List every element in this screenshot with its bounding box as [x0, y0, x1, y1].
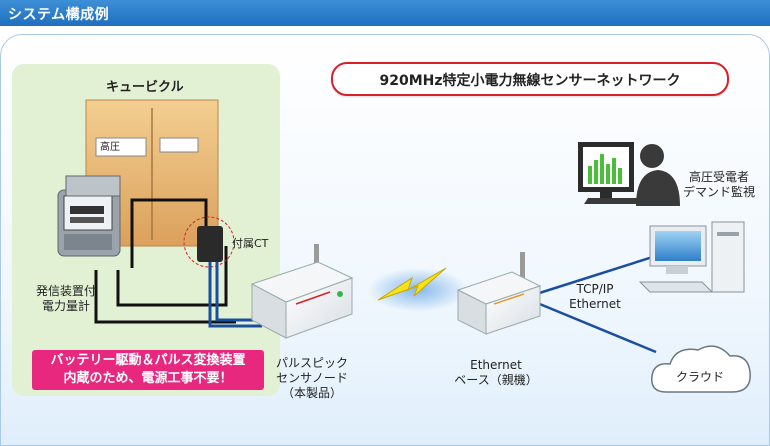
ct-label: 付属CT — [232, 237, 269, 250]
cubicle-title: キュービクル — [106, 80, 184, 95]
electricity-meter — [57, 175, 121, 257]
link-label: TCP/IP Ethernet — [558, 282, 632, 312]
battery-note-line2: 内蔵のため、電源工事不要！ — [63, 371, 233, 386]
cloud-label: クラウド — [675, 370, 724, 384]
battery-note: バッテリー駆動＆パルス変換装置 内蔵のため、電源工事不要！ — [32, 350, 264, 390]
wireless-signal-icon — [377, 267, 447, 301]
monitor-label: 高圧受電者 デマンド監視 — [674, 170, 764, 200]
sensor-node-device — [250, 244, 354, 339]
monitor-line2: デマンド監視 — [682, 185, 755, 199]
base-unit-label: Ethernet ベース（親機） — [446, 358, 546, 388]
sensor-node-line1: パルスピック — [275, 356, 348, 370]
desktop-computer — [638, 221, 745, 293]
link-line2: Ethernet — [569, 297, 621, 311]
meter-label-line1: 発信装置付 — [35, 284, 96, 298]
sensor-node-label: パルスピック センサノード （本製品） — [264, 356, 360, 401]
ethernet-lines — [529, 252, 663, 354]
sensor-node-line3: （本製品） — [281, 386, 342, 400]
high-voltage-label: 高圧 — [100, 142, 120, 153]
link-line1: TCP/IP — [576, 282, 614, 296]
network-title-box: 920MHz特定小電力無線センサーネットワーク — [331, 62, 729, 96]
section-title: システム構成例 — [8, 7, 110, 23]
monitoring-operator — [578, 142, 680, 206]
network-title: 920MHz特定小電力無線センサーネットワーク — [379, 73, 681, 89]
ct-cable — [208, 262, 262, 328]
base-unit-line1: Ethernet — [470, 358, 522, 372]
base-unit-line2: ベース（親機） — [454, 373, 538, 387]
section-header: システム構成例 — [0, 0, 770, 26]
meter-label: 発信装置付 電力量計 — [28, 284, 104, 314]
sensor-node-line2: センサノード — [276, 371, 348, 385]
meter-label-line2: 電力量計 — [41, 299, 90, 313]
meter-cables — [94, 198, 236, 324]
cloud-icon — [651, 345, 751, 393]
monitor-line1: 高圧受電者 — [688, 170, 749, 184]
battery-note-line1: バッテリー駆動＆パルス変換装置 — [50, 353, 246, 368]
base-unit-device — [456, 252, 542, 335]
ct-sensor — [183, 216, 235, 268]
